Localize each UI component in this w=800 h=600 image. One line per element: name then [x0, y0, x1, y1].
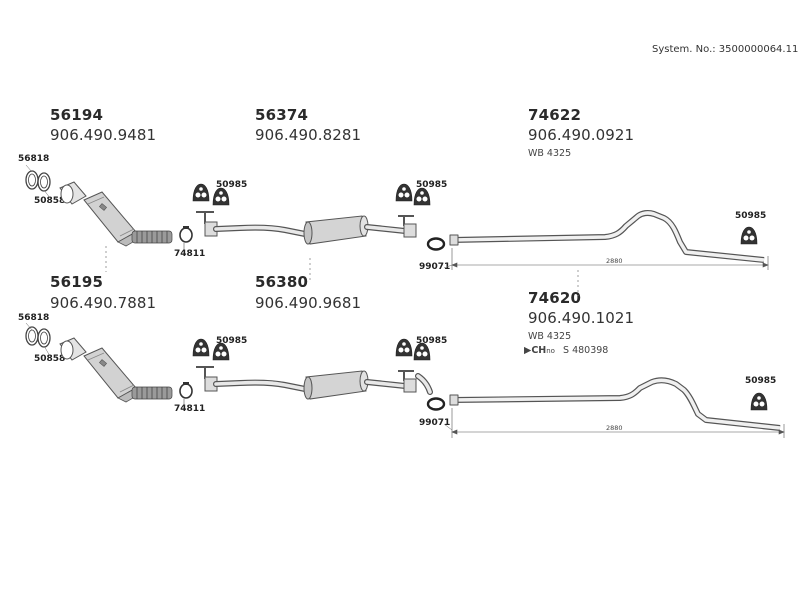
bottom-catalytic-converter — [26, 327, 192, 406]
ch-value: S 480398 — [563, 345, 609, 356]
bottom-label-clamp-ring: 56818 — [18, 313, 50, 323]
bottom-rear-part: 906.490.1021 — [528, 309, 635, 327]
bottom-rear-pipe — [449, 377, 781, 431]
bottom-rear-code: 74620 — [528, 289, 582, 307]
top-label-gasket: 50858 — [34, 196, 66, 206]
bottom-label-seal: 99071 — [419, 418, 451, 428]
ch-arrow-icon: ▶ — [524, 345, 532, 356]
bottom-mid-part: 906.490.9681 — [255, 294, 362, 312]
top-mid-part: 906.490.8281 — [255, 126, 362, 144]
top-catalytic-converter — [26, 171, 192, 250]
bottom-dimension: 2880 — [606, 424, 623, 432]
top-mid-code: 56374 — [255, 106, 309, 124]
ch-prefix: CH — [531, 345, 547, 356]
top-middle-silencer — [193, 184, 430, 244]
bottom-cat-code: 56195 — [50, 273, 104, 291]
top-rear-code: 74622 — [528, 106, 582, 124]
bottom-label-hanger-1: 50985 — [216, 336, 248, 346]
ch-suffix: no — [546, 347, 555, 355]
bottom-cat-part: 906.490.7881 — [50, 294, 157, 312]
bottom-label-gasket: 50858 — [34, 354, 66, 364]
bottom-rear-wb: WB 4325 — [528, 331, 572, 342]
top-label-hanger-1: 50985 — [216, 180, 248, 190]
top-label-clamp: 74811 — [174, 249, 206, 259]
top-cat-part: 906.490.9481 — [50, 126, 157, 144]
top-label-clamp-ring: 56818 — [18, 154, 50, 164]
bottom-seal-ring — [426, 397, 446, 411]
bottom-mid-code: 56380 — [255, 273, 309, 291]
bottom-dimension-line — [451, 408, 785, 438]
top-label-hanger-3: 50985 — [735, 211, 767, 221]
system-number: System. No.: 3500000064.11 — [652, 44, 799, 55]
bottom-rear-ch: ▶CHno S 480398 — [524, 345, 608, 356]
top-label-seal: 99071 — [419, 262, 451, 272]
top-rear-hanger — [740, 226, 758, 245]
top-rear-part: 906.490.0921 — [528, 126, 635, 144]
top-cat-code: 56194 — [50, 106, 104, 124]
bottom-middle-silencer — [193, 339, 430, 399]
bottom-rear-hanger — [750, 392, 768, 411]
bottom-label-clamp: 74811 — [174, 404, 206, 414]
top-label-hanger-2: 50985 — [416, 180, 448, 190]
top-seal-ring — [426, 237, 446, 251]
top-rear-wb: WB 4325 — [528, 148, 572, 159]
top-dimension: 2880 — [606, 257, 623, 265]
top-rear-pipe — [449, 209, 765, 263]
bottom-label-hanger-2: 50985 — [416, 336, 448, 346]
top-dimension-line — [451, 248, 769, 270]
bottom-label-hanger-3: 50985 — [745, 376, 777, 386]
